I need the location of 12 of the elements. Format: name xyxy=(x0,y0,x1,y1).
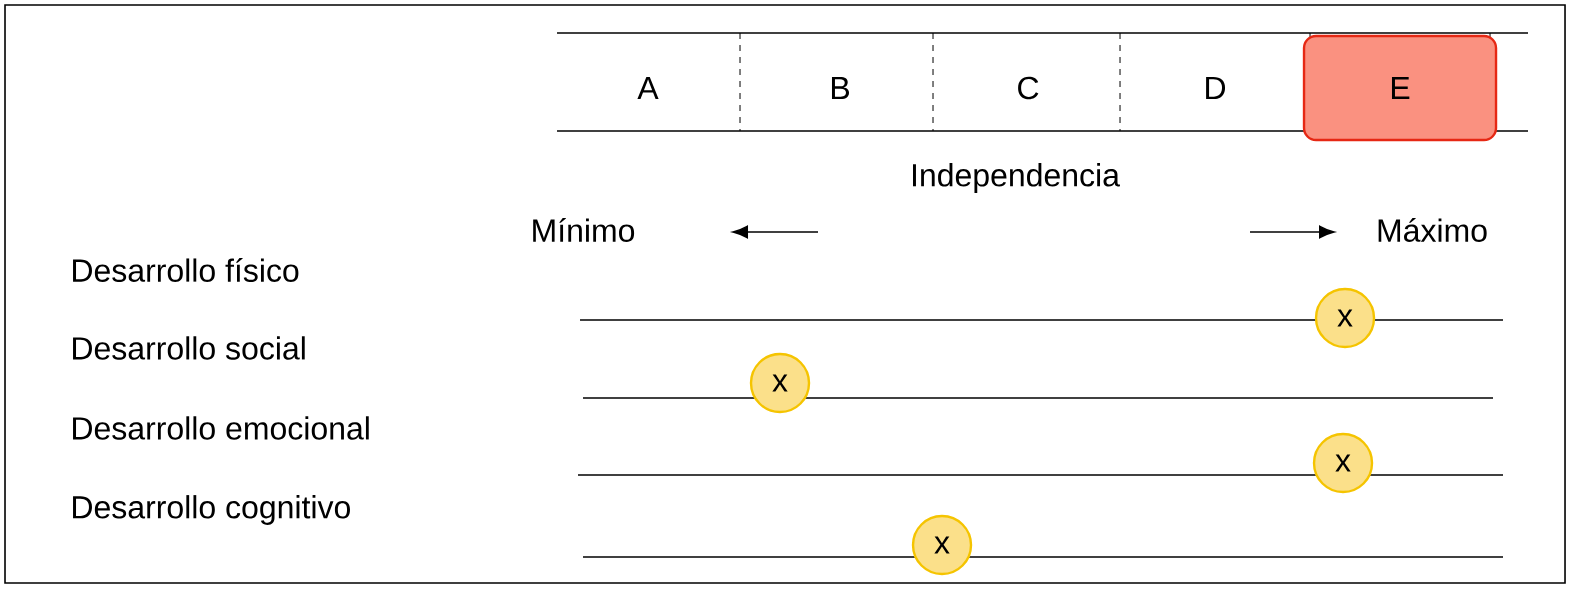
column-header-cell: D xyxy=(1206,77,1226,99)
axis-label: Mínimo xyxy=(533,218,635,242)
axis-label: Independencia xyxy=(913,163,1120,193)
row-label: Desarrollo social xyxy=(73,336,305,360)
column-header-cell: C xyxy=(1018,76,1039,100)
row-label: Desarrollo cognitivo xyxy=(73,495,350,525)
axis-label: Máximo xyxy=(1378,218,1487,242)
highlighted-cell: E xyxy=(1302,34,1498,142)
row-label: Desarrollo emocional xyxy=(73,416,369,440)
column-header-cell: B xyxy=(832,77,849,99)
row-label: Desarrollo físico xyxy=(73,258,299,282)
column-header-cell: A xyxy=(637,77,659,99)
